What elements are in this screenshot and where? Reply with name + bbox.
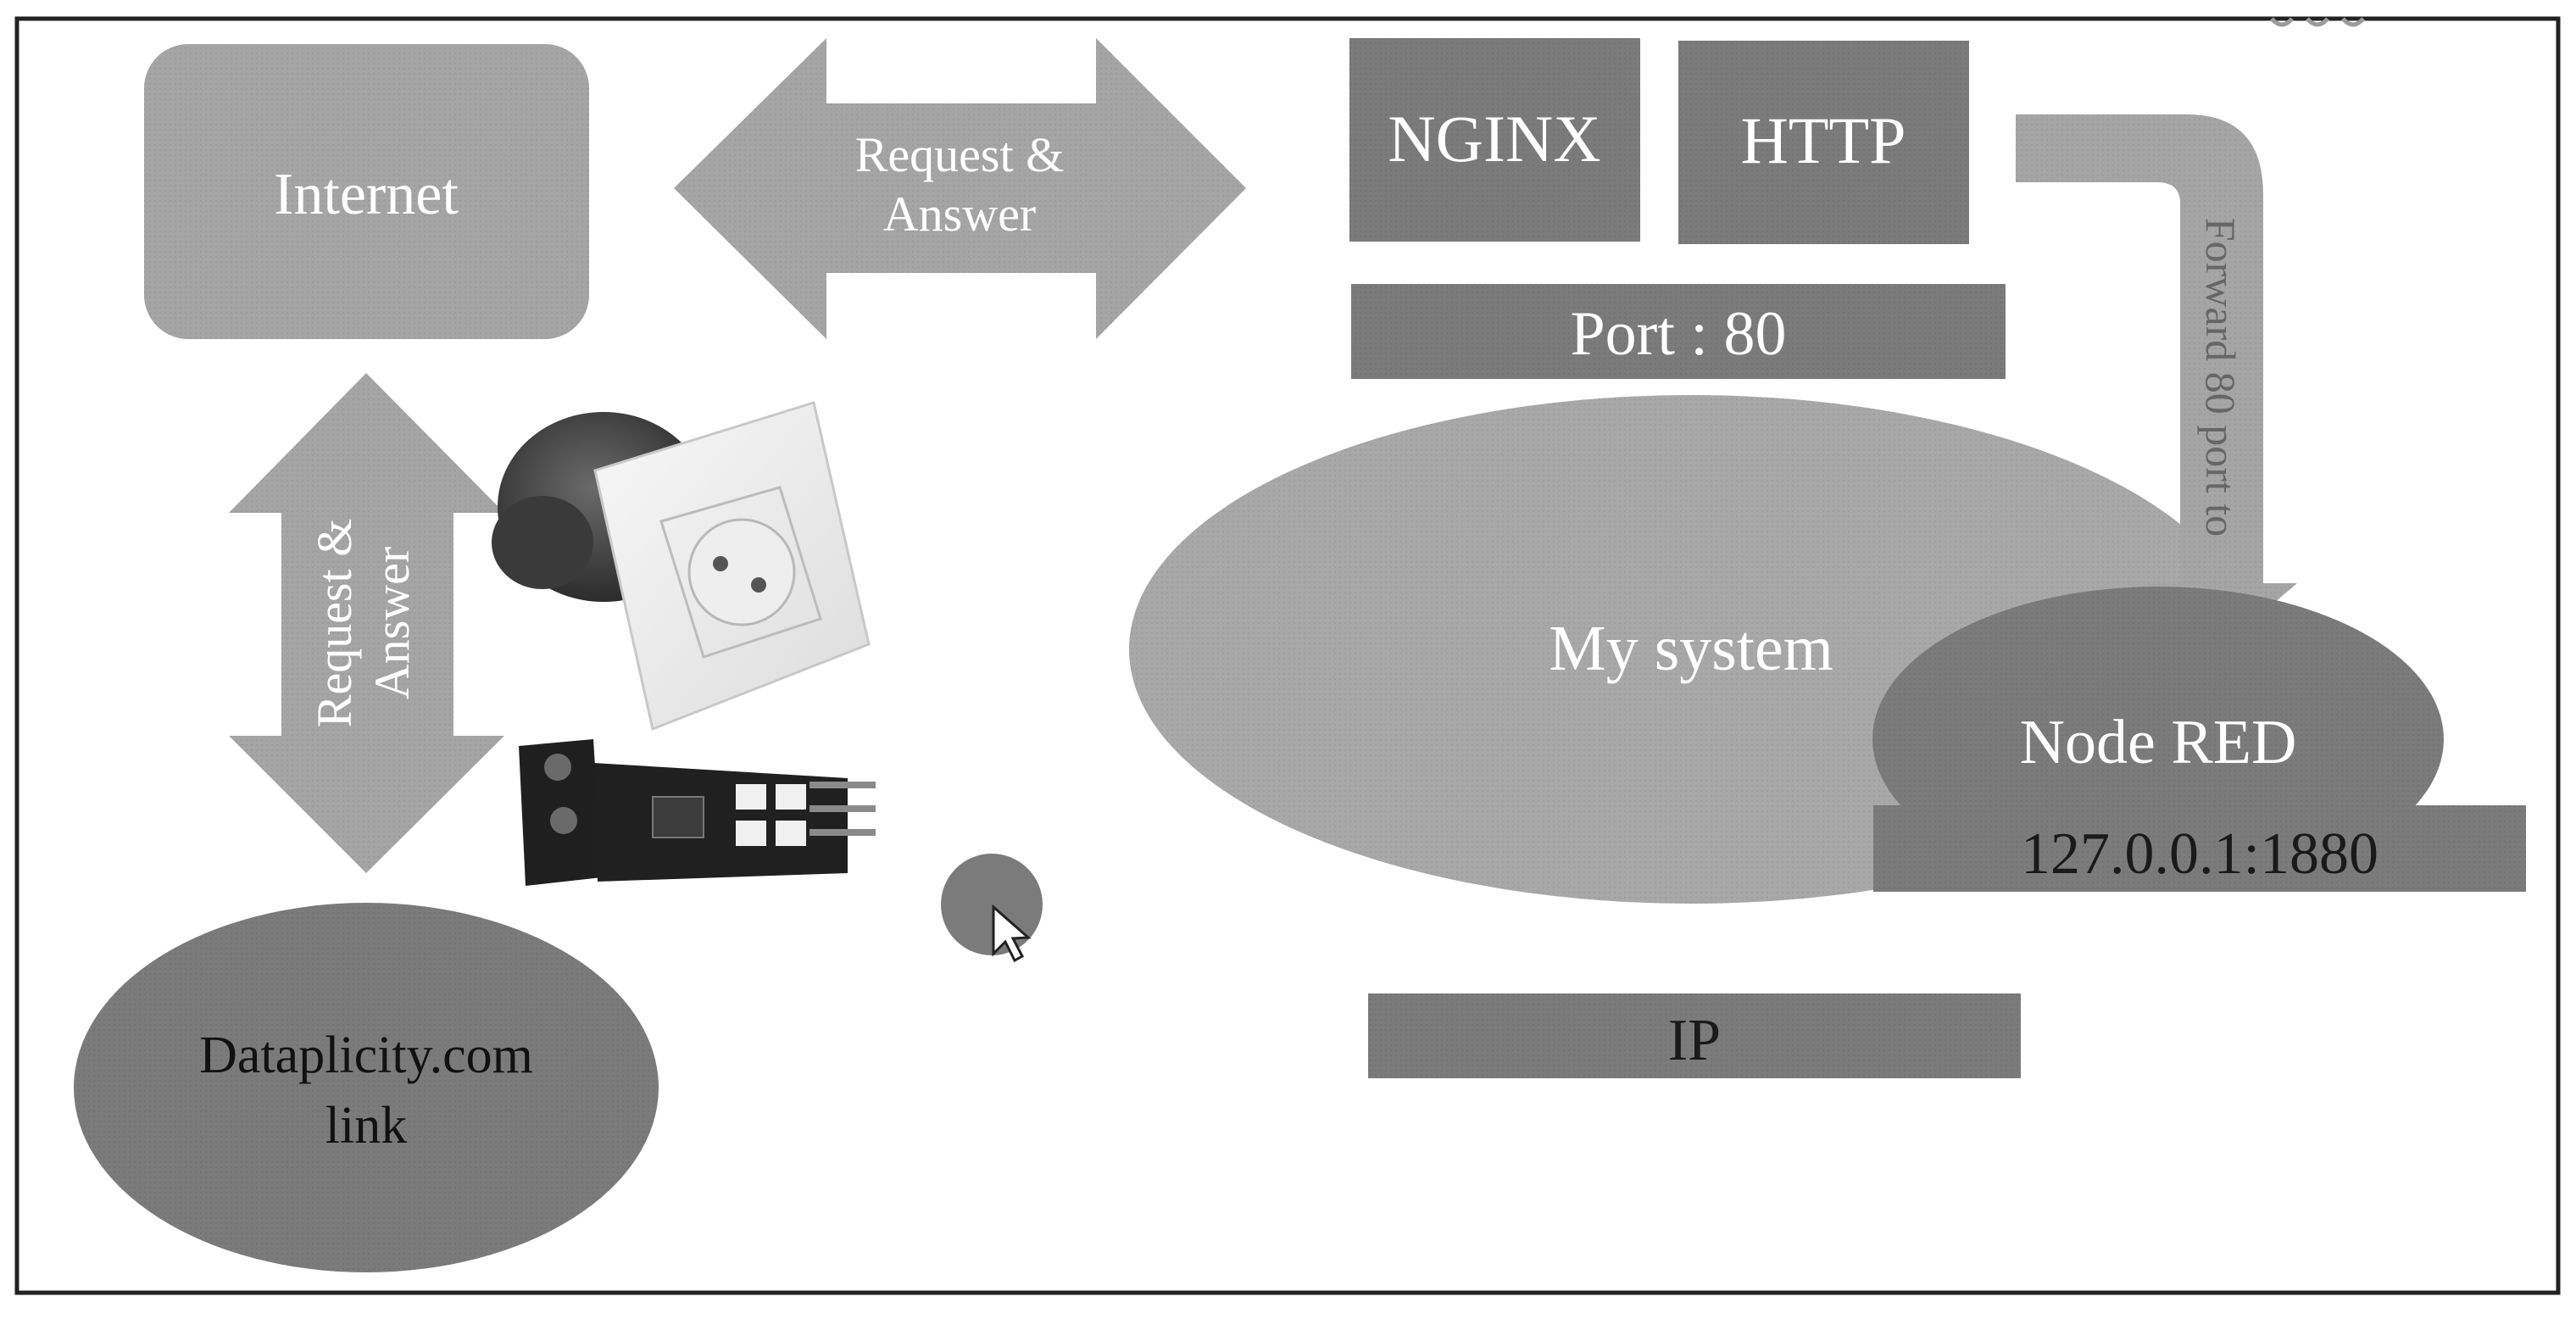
- ip-bar: IP: [1368, 993, 2021, 1078]
- http-label: HTTP: [1741, 103, 1906, 177]
- request-answer-arrow-horizontal: Request & Answer: [674, 38, 1246, 339]
- internet-box: Internet: [144, 44, 589, 339]
- node-red-label: Node RED: [2020, 708, 2297, 777]
- forward-arrow: Forward 80 port to: [2016, 114, 2297, 648]
- port-label: Port : 80: [1571, 299, 1787, 369]
- current-sensor-image: [519, 739, 876, 886]
- request-answer-h-line2: Answer: [883, 186, 1036, 242]
- request-answer-h-line1: Request &: [855, 127, 1064, 182]
- dataplicity-line1: Dataplicity.com: [199, 1027, 533, 1084]
- toolbar-fragment-icon: [2270, 17, 2365, 27]
- mouse-pointer-icon: [941, 854, 1043, 963]
- dataplicity-line2: link: [325, 1097, 407, 1155]
- my-system-label: My system: [1549, 613, 1833, 684]
- port-bar: Port : 80: [1351, 284, 2006, 379]
- ip-label: IP: [1668, 1008, 1721, 1073]
- node-red-address-label: 127.0.0.1:1880: [2021, 821, 2378, 887]
- request-answer-arrow-vertical: Request & Answer: [229, 373, 504, 873]
- request-answer-v-line2: Answer: [364, 547, 420, 699]
- forward-label: Forward 80 port to: [2197, 218, 2245, 537]
- internet-label: Internet: [274, 162, 459, 227]
- dataplicity-ellipse: Dataplicity.com link: [74, 903, 659, 1272]
- request-answer-v-line1: Request &: [307, 519, 362, 727]
- http-box: HTTP: [1678, 41, 1969, 244]
- node-red-address-bar: 127.0.0.1:1880: [1873, 805, 2526, 892]
- smart-socket-image: [492, 401, 871, 732]
- nginx-label: NGINX: [1388, 102, 1600, 175]
- nginx-box: NGINX: [1349, 38, 1640, 242]
